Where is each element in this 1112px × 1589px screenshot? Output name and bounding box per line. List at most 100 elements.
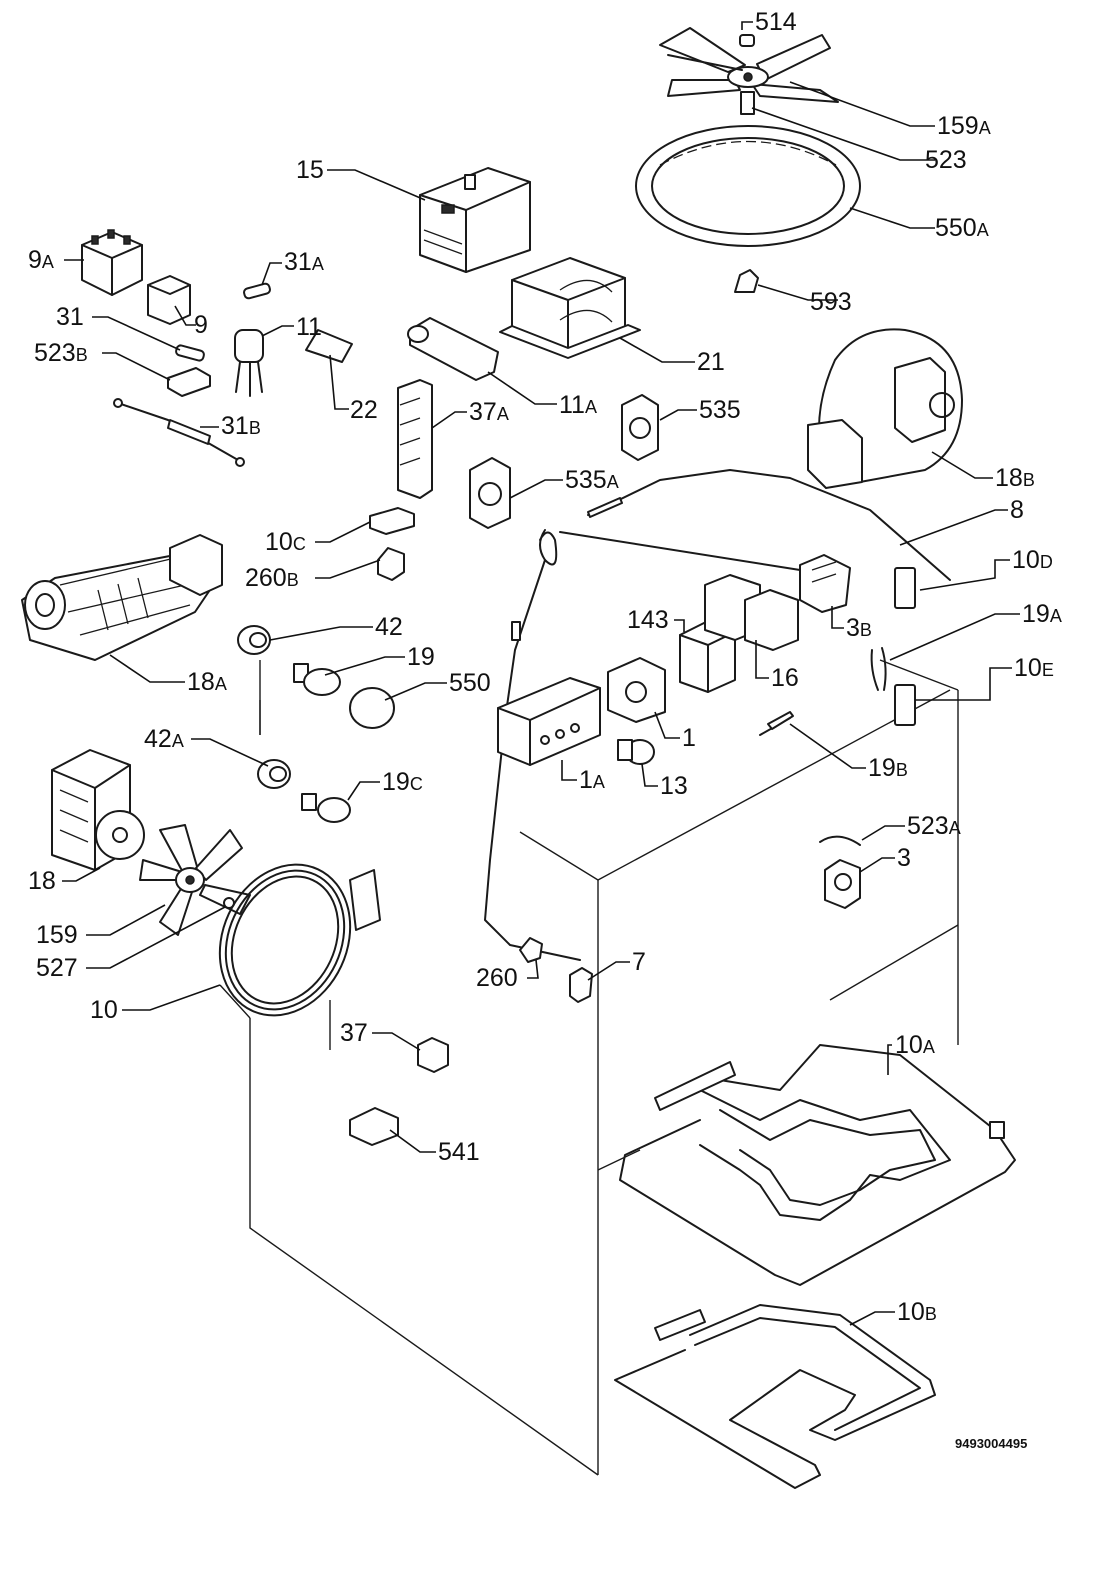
clip-260b (377, 547, 405, 581)
circular-heating-element-10 (218, 863, 381, 1017)
relay-9a (81, 229, 143, 296)
drawing-reference-number: 9493004495 (955, 1436, 1027, 1451)
clip-593 (734, 269, 759, 293)
lamp-holder-42a (257, 759, 291, 789)
lamp-wires-19a (870, 647, 887, 691)
callout-10: 10 (90, 996, 118, 1024)
bottom-element-10b (614, 1304, 936, 1489)
oven-thermostat-probe (587, 469, 951, 581)
clip-523a (819, 835, 861, 846)
fan-nut (739, 34, 755, 47)
callout-31: 31 (56, 303, 84, 331)
callout-7: 7 (632, 948, 646, 976)
callout-523a: 523A (907, 812, 961, 840)
callout-18: 18 (28, 867, 56, 895)
callout-1a: 1A (579, 766, 605, 794)
callout-13: 13 (660, 772, 688, 800)
callout-550: 550 (449, 669, 491, 697)
capacitor-9 (147, 275, 191, 325)
callout-42: 42 (375, 613, 403, 641)
callout-523b: 523B (34, 339, 88, 367)
callout-19c: 19C (382, 768, 423, 796)
bracket-541 (349, 1107, 399, 1146)
clip-260 (519, 937, 543, 963)
callout-31a: 31A (284, 248, 324, 276)
lamp-lead-19b (759, 711, 794, 736)
callout-11: 11 (296, 313, 322, 341)
callout-535: 535 (699, 396, 741, 424)
callout-10a: 10A (895, 1031, 935, 1059)
callout-22: 22 (350, 396, 378, 424)
callout-11a: 11A (559, 391, 597, 419)
callout-10b: 10B (897, 1298, 937, 1326)
callout-10c: 10C (265, 528, 306, 556)
fuse-holder-523b (167, 367, 211, 397)
leader-lines (62, 21, 1020, 1326)
fuse-31a (243, 282, 271, 300)
cooling-blower-18b (807, 328, 963, 489)
fan-shaft (740, 91, 755, 115)
hv-capacitor-11a (407, 317, 499, 381)
tangential-fan-18a (21, 534, 223, 661)
safety-thermostat-3 (824, 859, 861, 909)
lamp-holder-42 (237, 625, 271, 655)
control-panel-1a (497, 677, 601, 766)
callout-260: 260 (476, 964, 518, 992)
callout-37: 37 (340, 1019, 368, 1047)
callout-21: 21 (697, 348, 725, 376)
callout-37a: 37A (469, 398, 509, 426)
callout-31b: 31B (221, 412, 261, 440)
indicator-13 (617, 739, 655, 765)
motor-shaft-gear (95, 810, 145, 860)
capillary-tube (484, 529, 801, 961)
thermostat-3b (799, 554, 851, 613)
callout-143: 143 (627, 606, 669, 634)
callout-159: 159 (36, 921, 78, 949)
callout-260b: 260B (245, 564, 299, 592)
callout-19b: 19B (868, 754, 908, 782)
callout-523: 523 (925, 146, 967, 174)
callout-535a: 535A (565, 466, 619, 494)
wire-fuse-31b (113, 398, 245, 467)
callout-18a: 18A (187, 668, 227, 696)
callout-18b: 18B (995, 464, 1035, 492)
fan-ring-element (635, 125, 861, 247)
callout-159a: 159A (937, 112, 991, 140)
callout-1: 1 (682, 724, 696, 752)
callout-527: 527 (36, 954, 78, 982)
callout-16: 16 (771, 664, 799, 692)
thermal-fuse-7 (569, 967, 593, 1003)
callout-3b: 3B (846, 614, 872, 642)
callout-8: 8 (1010, 496, 1024, 524)
lamp-bulb-19 (293, 663, 341, 696)
callout-15: 15 (296, 156, 324, 184)
callout-10d: 10D (1012, 546, 1053, 574)
capacitor-11 (234, 329, 264, 397)
callout-9: 9 (194, 311, 208, 339)
connector-10e (894, 684, 916, 726)
callout-514: 514 (755, 8, 797, 36)
oven-cavity-outline (219, 659, 959, 1476)
callout-42a: 42A (144, 725, 184, 753)
callout-19: 19 (407, 643, 435, 671)
callout-9a: 9A (28, 246, 54, 274)
fuse-31 (175, 344, 205, 362)
lamp-cover-550 (349, 687, 395, 729)
connector-10c (369, 507, 415, 535)
magnetron (419, 167, 531, 273)
terminal-block-37a (397, 379, 433, 499)
callout-10e: 10E (1014, 654, 1054, 682)
lamp-bulb-19c (301, 793, 351, 823)
control-switch-1 (607, 657, 666, 723)
callout-19a: 19A (1022, 600, 1062, 628)
grill-element-10a (619, 1044, 1016, 1286)
selector-switch-16 (704, 574, 799, 651)
callout-3: 3 (897, 844, 911, 872)
lamp-socket-535a (469, 457, 511, 529)
convection-fan-blade (659, 27, 839, 103)
timer-143 (679, 621, 736, 693)
terminal-block-37 (417, 1037, 449, 1073)
callout-593: 593 (810, 288, 852, 316)
callout-labels: 514 159A 523 550A 15 9A 31A 593 31 9 11 … (28, 8, 1062, 1451)
